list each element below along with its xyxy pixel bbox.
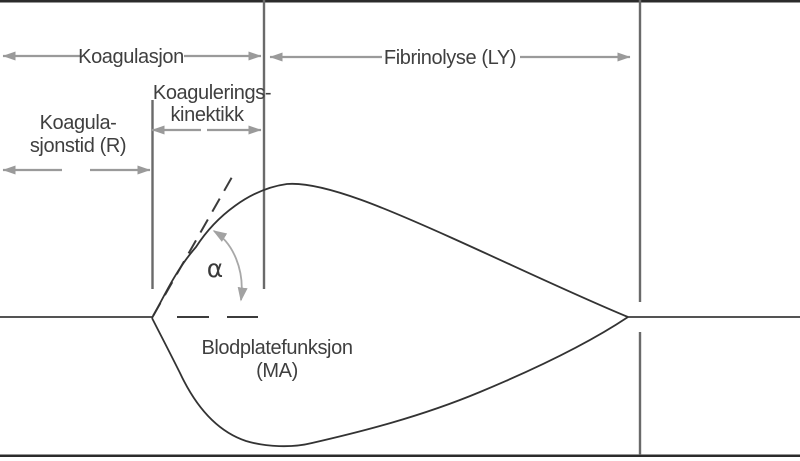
coagulation-phase-label: Koagulasjon [78, 46, 184, 68]
fibrinolysis-phase-label: Fibrinolyse (LY) [384, 47, 516, 69]
alpha-angle-arc-arrow [212, 230, 248, 302]
teg-curve-upper-branch [151, 182, 629, 319]
ma-label-line1: Blodplatefunksjon [201, 337, 352, 359]
r-time-label-line1: Koagula- [40, 112, 117, 134]
kinetics-label-line2: kinektikk [170, 104, 244, 126]
kinetics-label-line1: Koagulerings- [153, 82, 271, 104]
ma-label-line2: (MA) [256, 360, 298, 382]
r-time-label-line2: sjonstid (R) [30, 135, 126, 157]
teg-curve-lower-branch [151, 316, 629, 448]
alpha-angle-label: α [207, 254, 223, 283]
